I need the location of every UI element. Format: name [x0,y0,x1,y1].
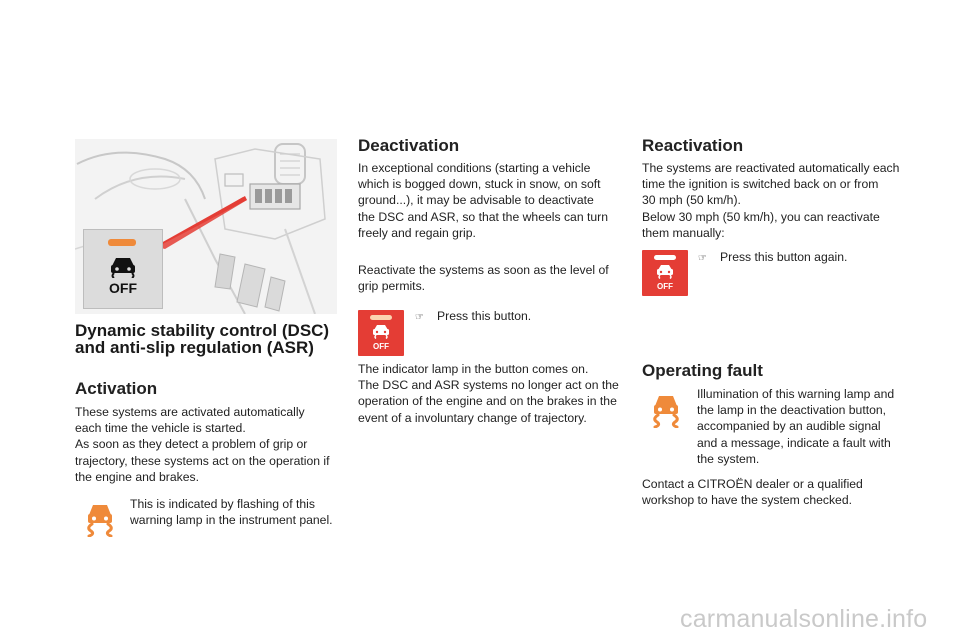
indicator-lamp-text: The indicator lamp in the button comes o… [358,362,619,425]
skidding-car-icon [657,265,673,279]
button-led-indicator [370,315,392,320]
press-button-text: Press this button. [437,309,532,323]
button-led-indicator [654,255,676,260]
reactivation-heading: Reactivation [642,136,744,155]
reactivate-note: Reactivate the systems as soon as the le… [358,263,609,294]
button-off-label: OFF [373,342,389,351]
footer-watermark: carmanualsonline.info [680,605,928,633]
operating-fault-heading: Operating fault [642,361,763,380]
press-button-again-instruction: ☞ Press this button again. [698,249,847,267]
skidding-car-warning-icon [87,505,113,537]
warning-lamp-note: This is indicated by flashing of this wa… [130,497,333,528]
title-line-1: Dynamic stability control (DSC) [75,321,330,340]
contact-dealer-text: Contact a CITROËN dealer or a qualified … [642,477,863,508]
dsc-off-button-icon: OFF [358,310,404,356]
page-title: Dynamic stability control (DSC) and anti… [75,322,329,356]
title-line-2: and anti-slip regulation (ASR) [75,338,314,357]
button-led-indicator [108,239,136,246]
press-button-instruction: ☞ Press this button. [415,308,531,326]
dashboard-pedals-illustration [75,143,326,314]
dsc-off-button-reactivate-icon: OFF [642,250,688,296]
reactivation-text: The systems are reactivated automaticall… [642,161,900,240]
pointing-hand-icon: ☞ [698,253,707,264]
activation-heading: Activation [75,379,158,398]
activation-text: These systems are activated automaticall… [75,405,330,484]
dsc-off-button-callout: OFF [83,229,163,309]
pointing-hand-icon: ☞ [415,312,424,323]
illustration-off-label: OFF [109,280,137,296]
fault-text: Illumination of this warning lamp and th… [697,387,895,466]
skidding-car-icon [373,325,389,339]
press-button-again-text: Press this button again. [720,250,848,264]
deactivation-heading: Deactivation [358,136,460,155]
dashboard-illustration: OFF [75,139,337,314]
fault-warning-lamp-icon [653,396,679,428]
deactivation-text: In exceptional conditions (starting a ve… [358,161,608,240]
button-off-label: OFF [657,282,673,291]
skidding-car-icon [111,258,135,278]
